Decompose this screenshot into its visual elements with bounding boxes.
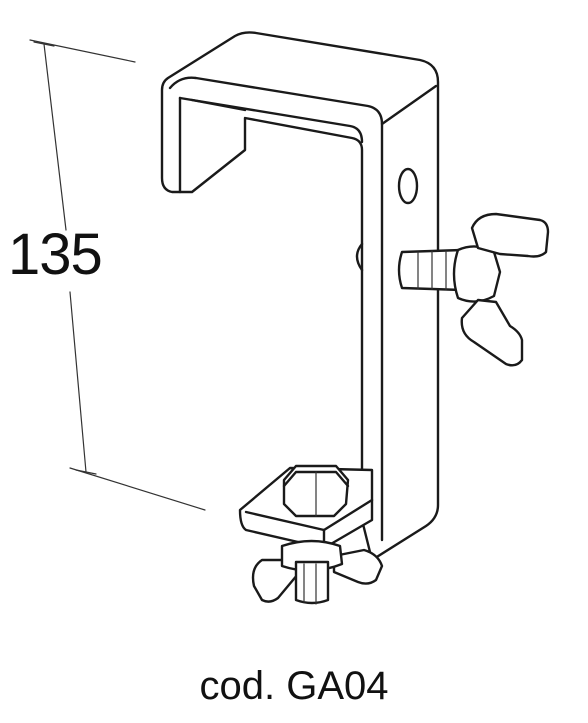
dimension-line-upper [43, 43, 67, 231]
hook-inner-edge [178, 96, 364, 144]
dimension-arrow-top [33, 41, 55, 47]
bottom-wing-left [251, 558, 300, 603]
side-wing-upper [470, 212, 550, 258]
hook-body [160, 31, 440, 562]
bottom-bolt-shaft [294, 560, 330, 605]
hook-front-edge [168, 76, 384, 542]
side-wing-nut-hub [452, 245, 502, 303]
dimension-label: 135 [8, 222, 103, 287]
hook-outer [160, 31, 440, 562]
side-wing-lower [460, 298, 524, 367]
product-code-caption: cod. GA04 [199, 664, 389, 708]
dimension-extension-bottom [69, 467, 206, 511]
dimension-lines [29, 39, 206, 511]
dimension-line-lower [69, 291, 87, 473]
bottom-wing-right [332, 548, 384, 585]
hook-side-edge [380, 84, 438, 126]
hook-lip-top [190, 98, 247, 112]
side-hole [397, 167, 419, 205]
dimension-extension-top [29, 39, 136, 63]
side-bolt-shaft [397, 248, 464, 292]
bottom-bolt-assembly [238, 464, 384, 605]
inner-bolt-mark [355, 242, 364, 272]
side-wing-bolt [397, 212, 550, 367]
dimension-arrow-bottom [75, 469, 97, 475]
